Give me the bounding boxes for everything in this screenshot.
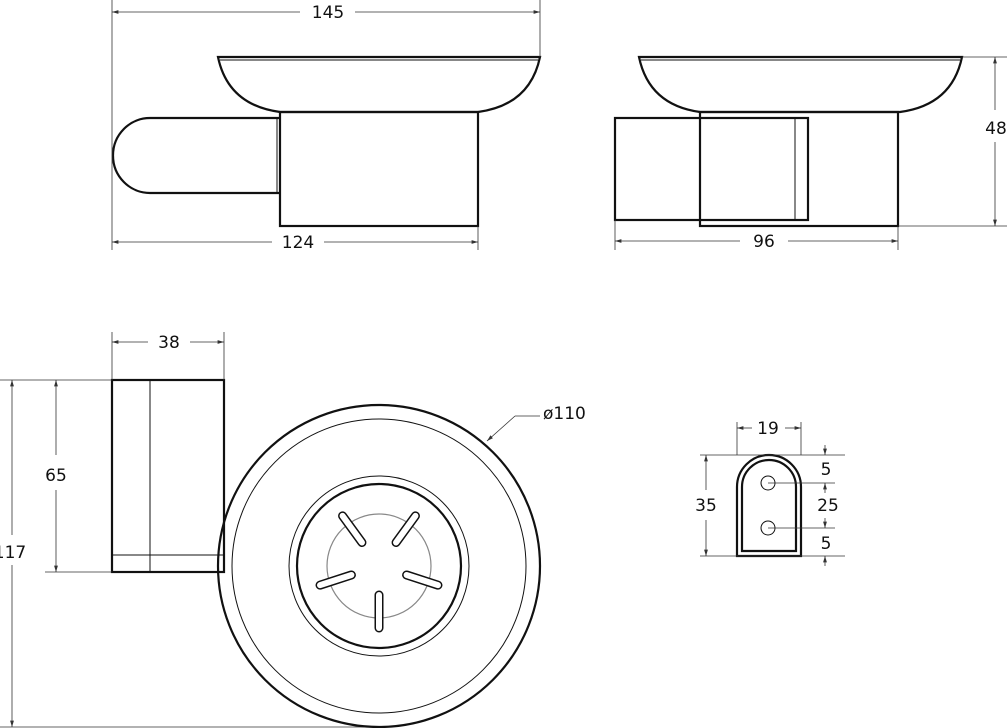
dim-145: 145 <box>111 0 541 250</box>
dim-48: 48 <box>898 56 1007 227</box>
top-view <box>216 403 542 728</box>
dim-label: ø110 <box>543 404 586 424</box>
dim-label: 48 <box>985 119 1007 139</box>
dim-117: 117 <box>0 380 380 728</box>
dim-label: 65 <box>45 466 67 486</box>
dim-label: 117 <box>0 543 26 563</box>
dim-38: 38 <box>111 332 225 380</box>
dim-124: 124 <box>112 226 479 253</box>
dim-label: 96 <box>753 232 775 252</box>
dim-label: 124 <box>282 233 314 253</box>
dim-label: 5 <box>821 460 832 480</box>
dim-65: 65 <box>0 379 112 573</box>
mounting-bracket <box>735 453 803 558</box>
dim-96: 96 <box>614 220 899 252</box>
dim-label: 38 <box>158 333 180 353</box>
side-view <box>613 55 964 228</box>
dim-label: 19 <box>757 419 779 439</box>
bracket-dims: 19 35 5 25 5 <box>695 419 845 566</box>
dim-label: 35 <box>695 496 717 516</box>
dim-label: 5 <box>821 534 832 554</box>
dim-label: 145 <box>312 3 344 23</box>
front-view <box>111 55 542 228</box>
mount-side-view <box>110 378 226 574</box>
dim-label: 25 <box>817 496 839 516</box>
dim-diameter: ø110 <box>486 404 586 442</box>
